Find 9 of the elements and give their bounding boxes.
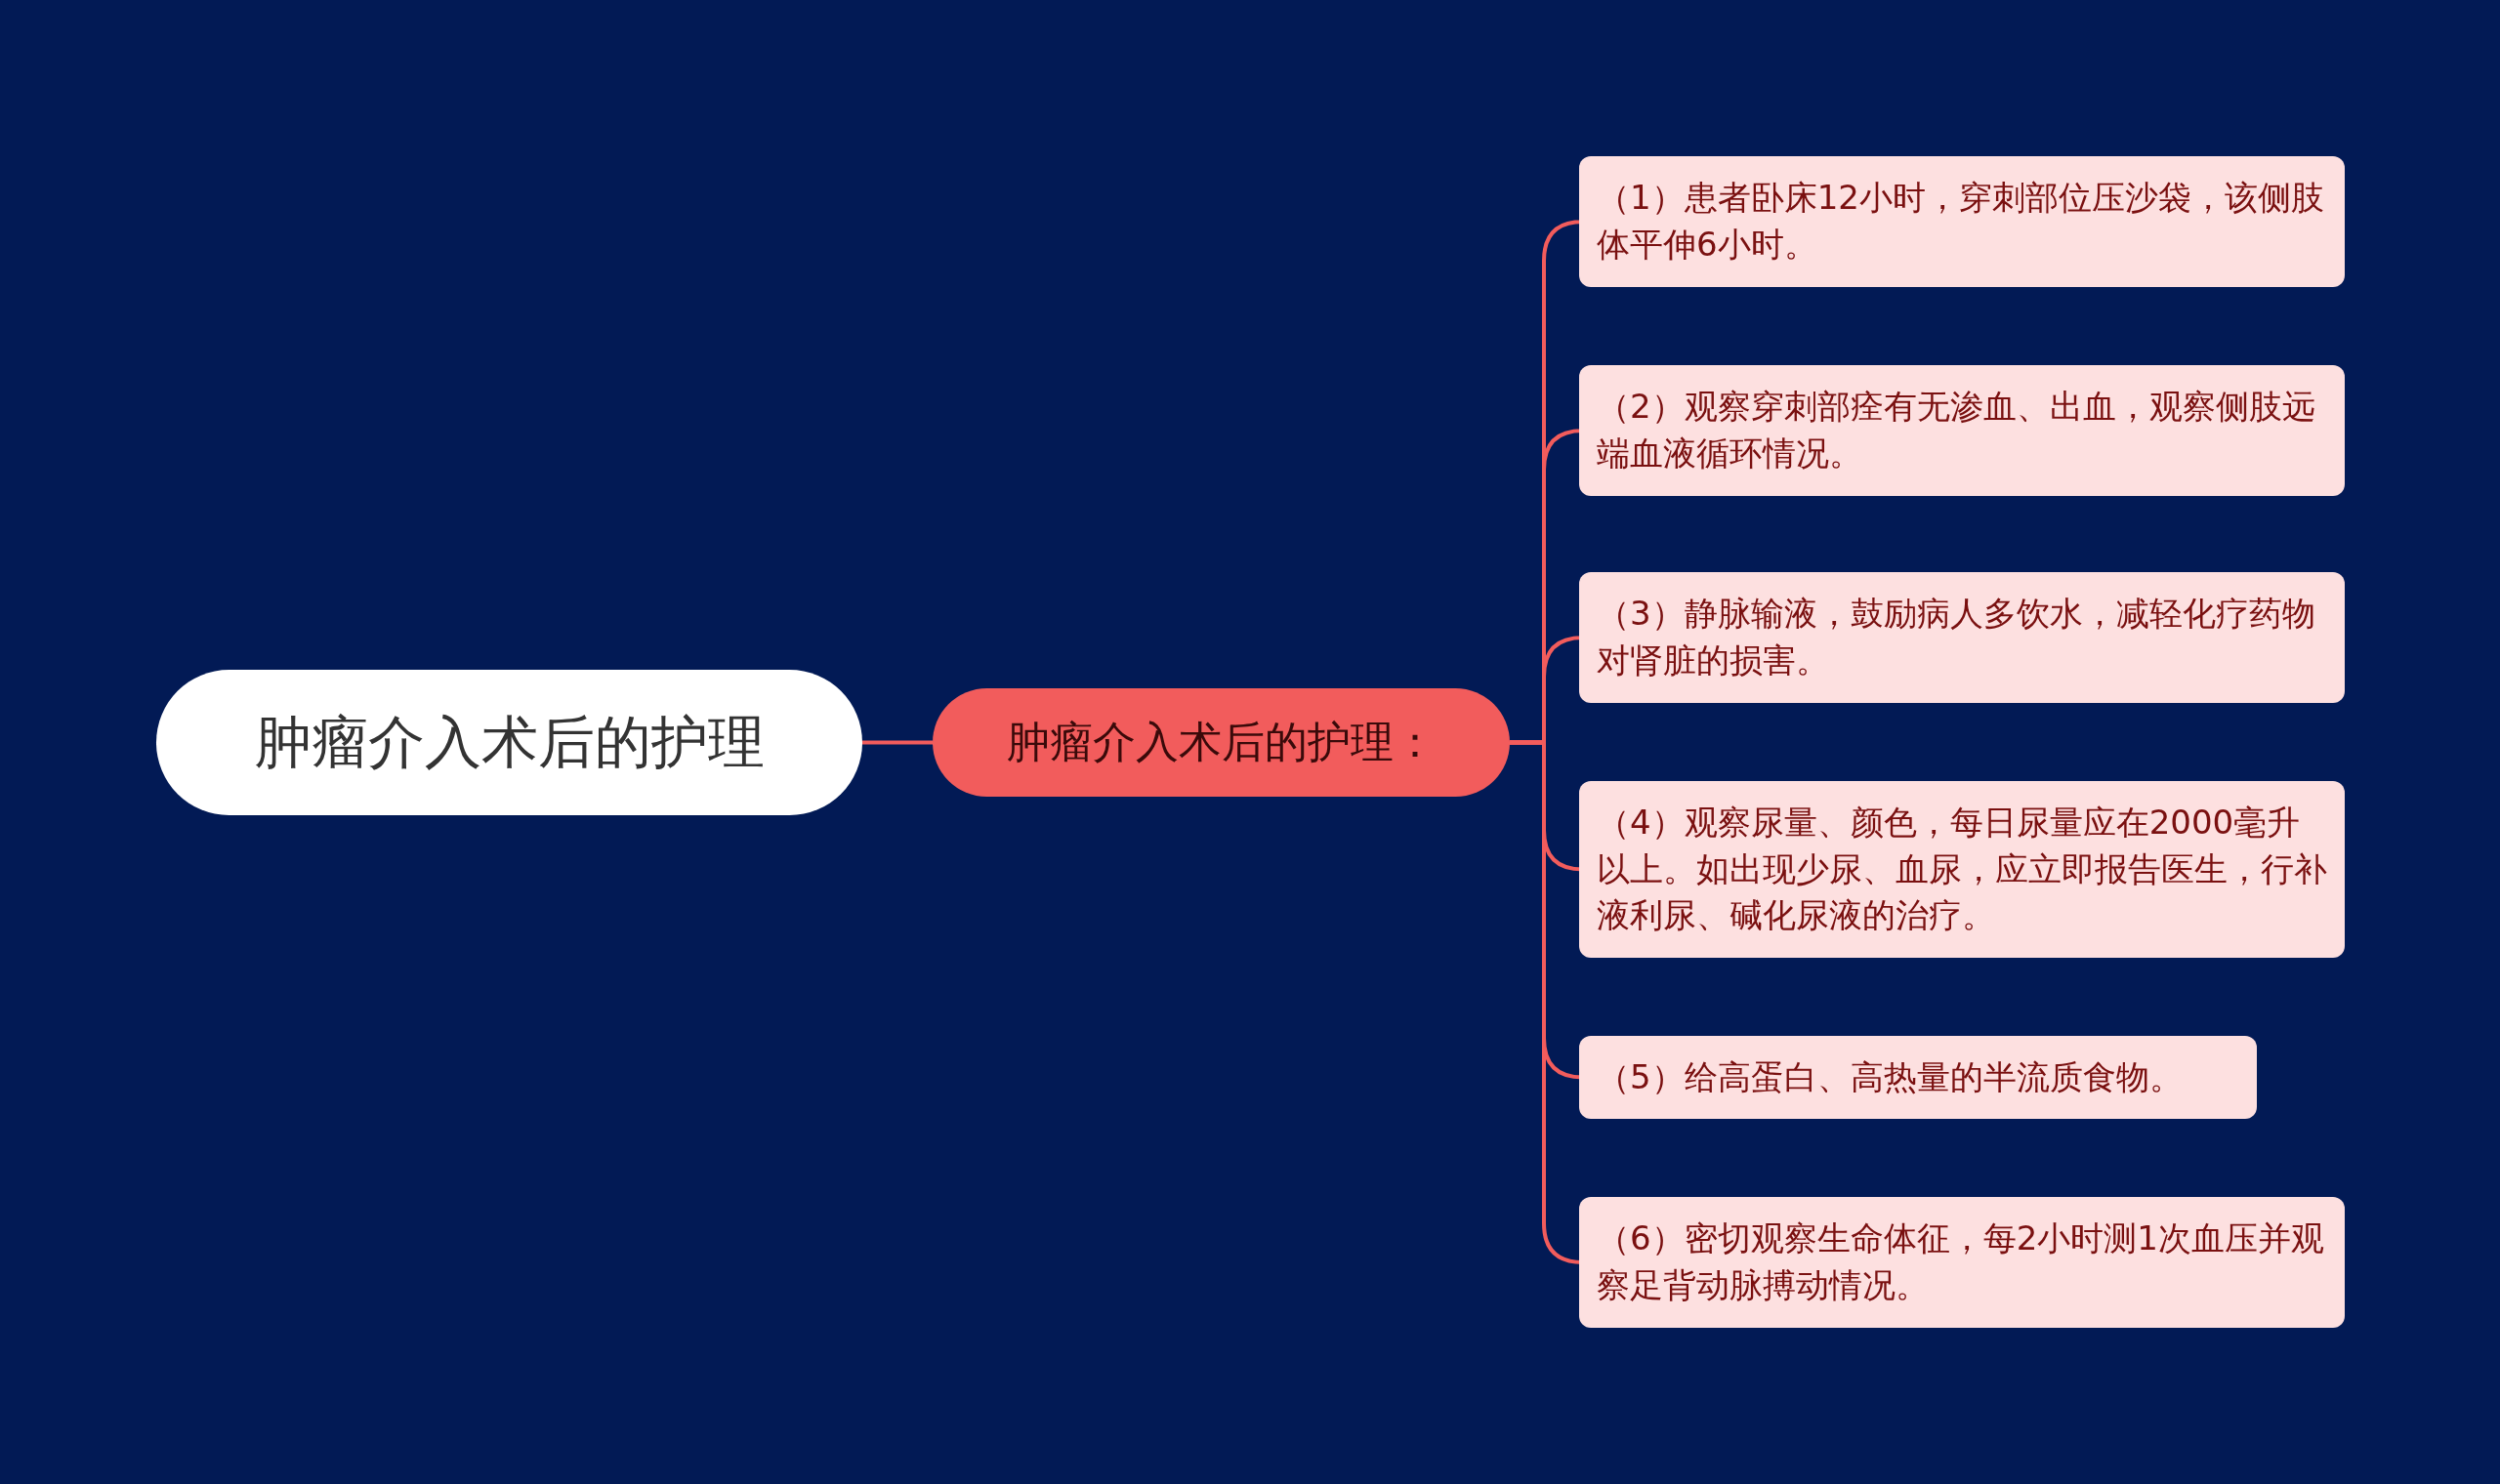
leaf-topic: （1）患者卧床12小时，穿刺部位压沙袋，该侧肢体平伸6小时。 bbox=[1579, 156, 2345, 287]
leaf-topic: （6）密切观察生命体征，每2小时测1次血压并观察足背动脉搏动情况。 bbox=[1579, 1197, 2345, 1328]
leaf-topic: （4）观察尿量、颜色，每日尿量应在2000毫升以上。如出现少尿、血尿，应立即报告医生，行补液利尿、碱化尿液的治疗。 bbox=[1579, 781, 2345, 958]
root-topic: 肿瘤介入术后的护理 bbox=[156, 670, 862, 815]
branch-topic: 肿瘤介入术后的护理： bbox=[933, 688, 1510, 797]
leaf-topic: （5）给高蛋白、高热量的半流质食物。 bbox=[1579, 1036, 2257, 1119]
leaf-topic: （3）静脉输液，鼓励病人多饮水，减轻化疗药物对肾脏的损害。 bbox=[1579, 572, 2345, 703]
connector-line bbox=[862, 740, 933, 745]
leaf-topic: （2）观察穿刺部痊有无渗血、出血，观察侧肢远端血液循环情况。 bbox=[1579, 365, 2345, 496]
